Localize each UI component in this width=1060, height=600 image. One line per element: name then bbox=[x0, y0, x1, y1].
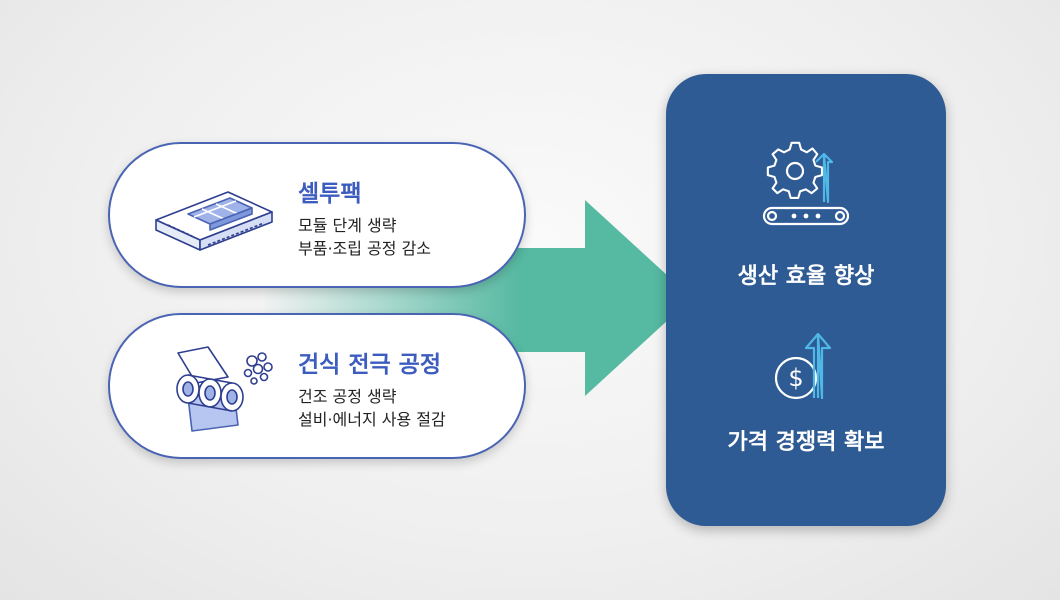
dry-electrode-card: 건식 전극 공정 건조 공정 생략 설비·에너지 사용 절감 bbox=[108, 313, 526, 459]
result-label: 가격 경쟁력 확보 bbox=[727, 430, 885, 455]
card-description-line-1: 모듈 단계 생략 bbox=[298, 216, 397, 235]
battery-cell-pack-icon bbox=[155, 191, 273, 251]
card-description-line-1: 건조 공정 생략 bbox=[298, 387, 397, 406]
results-panel: 생산 효율 향상 $ 가격 경쟁력 확보 bbox=[666, 74, 946, 526]
dry-electrode-roller-icon bbox=[176, 346, 273, 432]
gear-conveyor-up-arrow-icon bbox=[762, 141, 850, 226]
card-description-line-2: 설비·에너지 사용 절감 bbox=[298, 410, 446, 429]
card-title: 건식 전극 공정 bbox=[298, 352, 441, 378]
svg-text:$: $ bbox=[788, 364, 803, 392]
result-label: 생산 효율 향상 bbox=[737, 264, 875, 289]
card-description-line-2: 부품·조립 공정 감소 bbox=[298, 239, 432, 258]
card-title: 셀투팩 bbox=[298, 181, 362, 207]
dollar-up-arrow-icon: $ bbox=[774, 332, 832, 400]
cell-to-pack-card: 셀투팩 모듈 단계 생략 부품·조립 공정 감소 bbox=[108, 142, 526, 288]
